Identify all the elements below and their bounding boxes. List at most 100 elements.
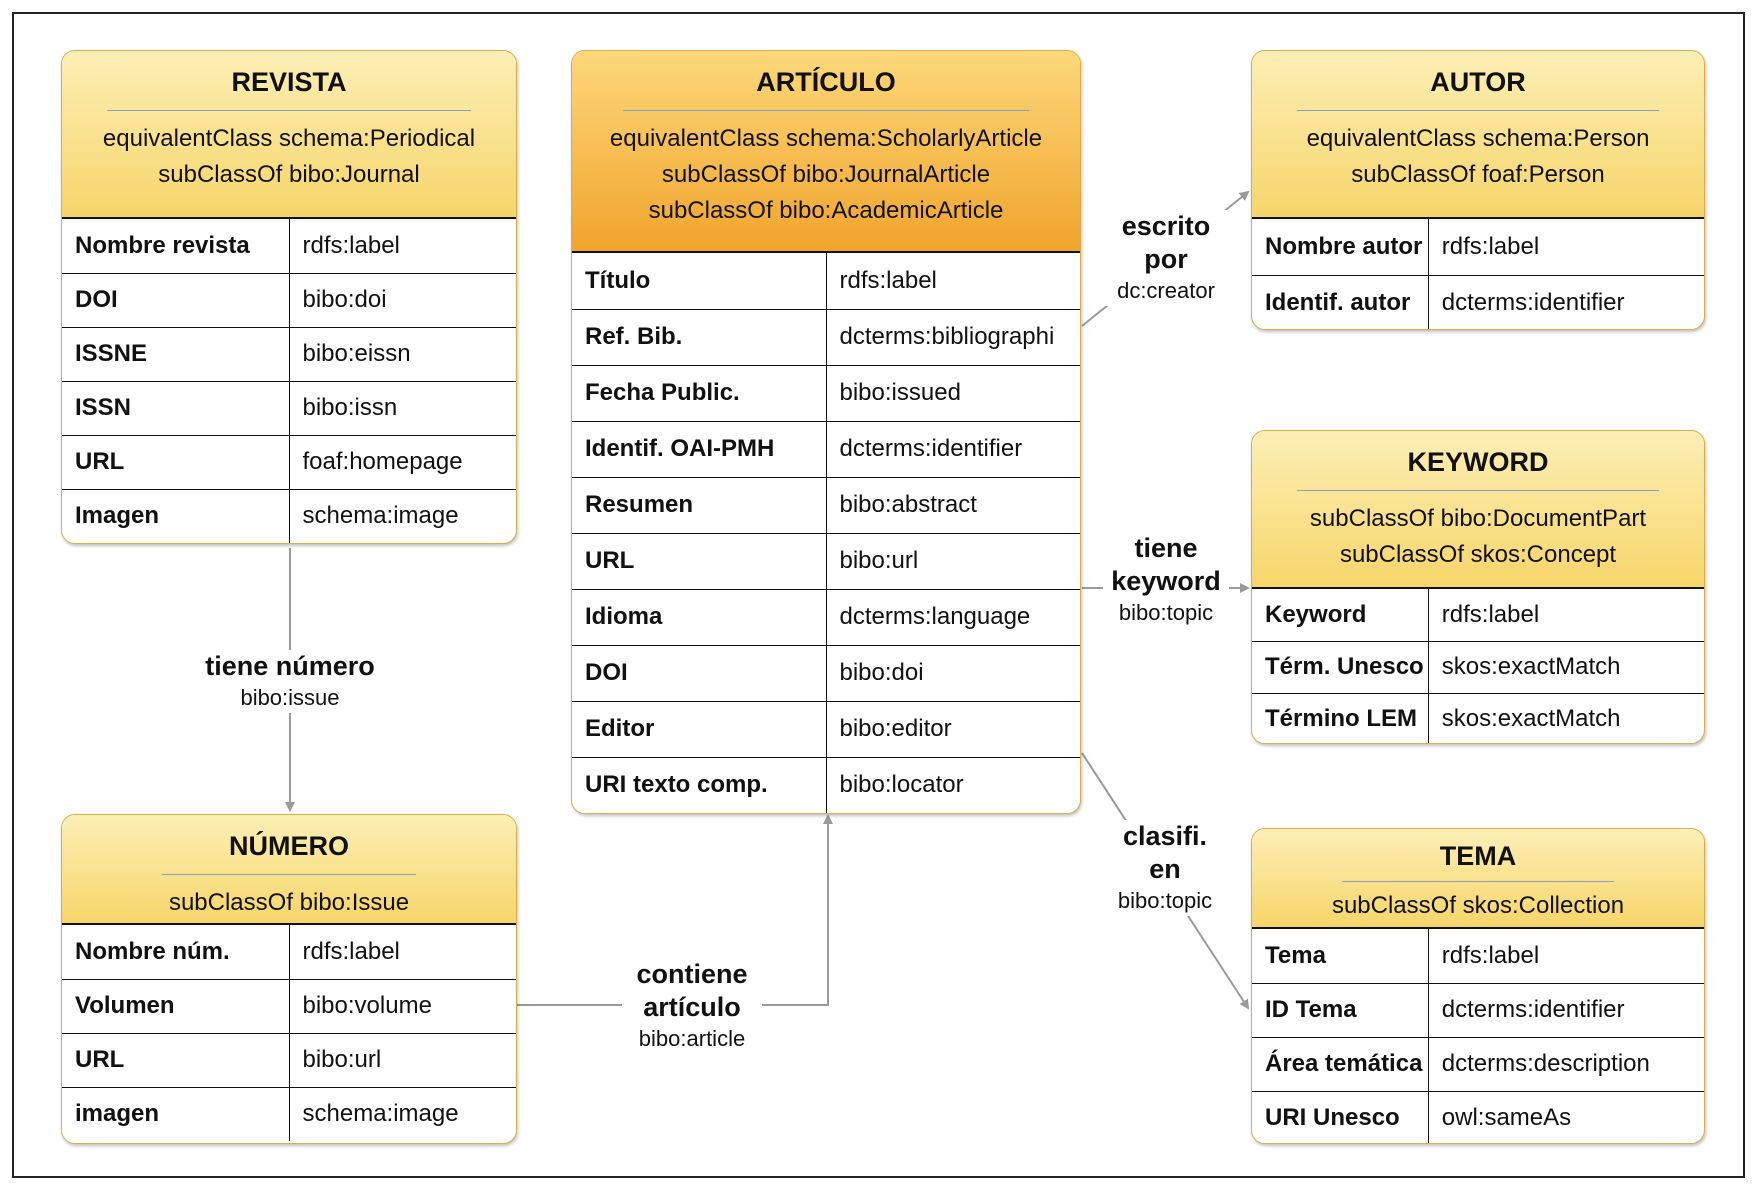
property-name: Fecha Public.: [572, 365, 827, 422]
property-name: Término LEM: [1252, 693, 1429, 743]
entity-descriptions: equivalentClass schema:Periodical subCla…: [62, 121, 516, 193]
entity-title: ARTÍCULO: [756, 67, 896, 97]
relation-property: bibo:article: [638, 1026, 746, 1051]
property-name: Nombre autor: [1252, 219, 1429, 276]
entity-title: REVISTA: [231, 67, 347, 97]
property-value: bibo:issued: [826, 365, 1080, 422]
table-row: Keyword rdfs:label: [1252, 589, 1704, 642]
table-row: Nombre revista rdfs:label: [62, 219, 516, 274]
entity-articulo: ARTÍCULO equivalentClass schema:Scholarl…: [571, 50, 1081, 814]
table-row: DOI bibo:doi: [62, 273, 516, 328]
property-name: URI texto comp.: [572, 757, 827, 813]
table-row: Nombre autor rdfs:label: [1252, 219, 1704, 276]
title-divider: [1297, 490, 1659, 491]
property-value: dcterms:description: [1428, 1037, 1704, 1092]
table-row: Imagen schema:image: [62, 489, 516, 543]
entity-description: subClassOf skos:Collection: [1331, 892, 1625, 919]
property-name: URL: [62, 1033, 290, 1088]
table-row: Editor bibo:editor: [572, 701, 1080, 758]
property-name: ISSN: [62, 381, 290, 436]
entity-descriptions: subClassOf bibo:DocumentPart subClassOf …: [1252, 501, 1704, 573]
property-name: URI Unesco: [1252, 1091, 1429, 1143]
table-row: URI texto comp. bibo:locator: [572, 757, 1080, 813]
relation-name: tiene keyword: [1111, 533, 1221, 596]
relation-clasifi-en: clasifi. en bibo:topic: [1113, 820, 1217, 916]
table-row: Término LEM skos:exactMatch: [1252, 693, 1704, 743]
table-row: URL bibo:url: [62, 1033, 516, 1088]
property-value: schema:image: [302, 502, 459, 530]
property-value: skos:exactMatch: [1428, 641, 1704, 694]
table-row: URI Unesco owl:sameAs: [1252, 1091, 1704, 1143]
property-name: Nombre revista: [62, 219, 290, 274]
entity-description: subClassOf bibo:Journal: [158, 161, 420, 188]
property-value: rdfs:label: [826, 253, 1080, 310]
entity-title: TEMA: [1439, 841, 1517, 871]
property-value: bibo:editor: [826, 701, 1080, 758]
relation-property: bibo:topic: [1117, 888, 1213, 913]
property-value: dcterms:bibliographi: [826, 309, 1080, 366]
property-name: Ref. Bib.: [572, 309, 827, 366]
entity-header: ARTÍCULO equivalentClass schema:Scholarl…: [572, 51, 1080, 253]
relation-name: clasifi. en: [1122, 821, 1208, 884]
entity-description: subClassOf bibo:JournalArticle: [661, 161, 991, 188]
property-value: bibo:locator: [839, 771, 964, 799]
table-row: Nombre núm. rdfs:label: [62, 925, 516, 980]
property-name: Idioma: [572, 589, 827, 646]
property-value: bibo:eissn: [289, 327, 516, 382]
property-value: bibo:abstract: [826, 477, 1080, 534]
entity-header: NÚMERO subClassOf bibo:Issue: [62, 815, 516, 925]
table-row: ID Tema dcterms:identifier: [1252, 983, 1704, 1038]
entity-description: subClassOf foaf:Person: [1351, 161, 1605, 188]
property-name: DOI: [572, 645, 827, 702]
property-table: Título rdfs:label Ref. Bib. dcterms:bibl…: [572, 253, 1080, 813]
table-row: Fecha Public. bibo:issued: [572, 365, 1080, 422]
table-row: DOI bibo:doi: [572, 645, 1080, 702]
relation-name: escrito por: [1121, 211, 1211, 274]
property-table: Nombre núm. rdfs:label Volumen bibo:volu…: [62, 925, 516, 1141]
property-value: bibo:url: [826, 533, 1080, 590]
property-value: foaf:homepage: [289, 435, 516, 490]
property-value: rdfs:label: [1428, 929, 1704, 984]
entity-keyword: KEYWORD subClassOf bibo:DocumentPart sub…: [1251, 430, 1705, 744]
property-value: bibo:url: [289, 1033, 516, 1088]
table-row: Tema rdfs:label: [1252, 929, 1704, 984]
title-divider: [161, 874, 417, 875]
table-row: URL bibo:url: [572, 533, 1080, 590]
relation-tiene-keyword: tiene keyword bibo:topic: [1103, 532, 1229, 628]
relation-property: dc:creator: [1117, 278, 1215, 303]
table-row: imagen schema:image: [62, 1087, 516, 1141]
entity-tema: TEMA subClassOf skos:Collection Tema rdf…: [1251, 828, 1705, 1144]
entity-descriptions: subClassOf bibo:Issue: [62, 885, 516, 921]
property-value: bibo:doi: [289, 273, 516, 328]
property-value: bibo:doi: [826, 645, 1080, 702]
property-name: Editor: [572, 701, 827, 758]
title-divider: [1297, 110, 1659, 111]
table-row: Área temática dcterms:description: [1252, 1037, 1704, 1092]
entity-description: equivalentClass schema:Periodical: [102, 125, 476, 152]
table-row: ISSNE bibo:eissn: [62, 327, 516, 382]
property-value: bibo:issn: [289, 381, 516, 436]
property-value: owl:sameAs: [1441, 1104, 1572, 1132]
entity-descriptions: equivalentClass schema:ScholarlyArticle …: [572, 121, 1080, 229]
title-divider: [622, 110, 1030, 111]
property-name: URL: [62, 435, 290, 490]
property-name: Tema: [1252, 929, 1429, 984]
relation-name: contiene artículo: [636, 959, 748, 1022]
entity-title: AUTOR: [1430, 67, 1526, 97]
property-name: ID Tema: [1252, 983, 1429, 1038]
property-value: skos:exactMatch: [1441, 705, 1621, 733]
property-name: URL: [572, 533, 827, 590]
property-name: Resumen: [572, 477, 827, 534]
entity-header: KEYWORD subClassOf bibo:DocumentPart sub…: [1252, 431, 1704, 589]
entity-description: subClassOf bibo:DocumentPart: [1309, 505, 1647, 532]
entity-revista: REVISTA equivalentClass schema:Periodica…: [61, 50, 517, 544]
entity-descriptions: equivalentClass schema:Person subClassOf…: [1252, 121, 1704, 193]
entity-header: AUTOR equivalentClass schema:Person subC…: [1252, 51, 1704, 219]
entity-description: subClassOf bibo:Issue: [168, 889, 410, 916]
table-row: Idioma dcterms:language: [572, 589, 1080, 646]
property-name: Térm. Unesco: [1252, 641, 1429, 694]
property-name: Keyword: [1252, 589, 1429, 642]
property-name: Identif. OAI-PMH: [572, 421, 827, 478]
table-row: URL foaf:homepage: [62, 435, 516, 490]
property-value: rdfs:label: [289, 219, 516, 274]
